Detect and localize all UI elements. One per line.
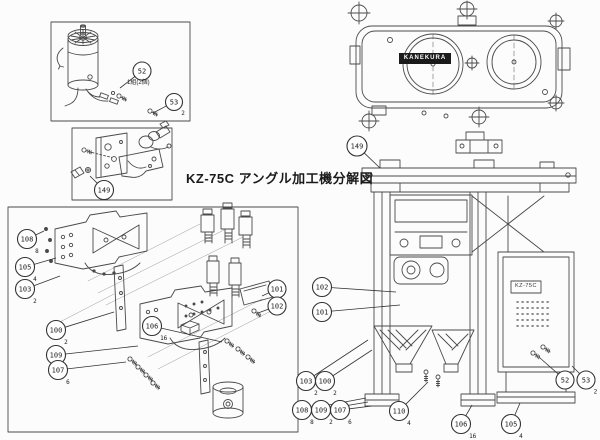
svg-text:8: 8 bbox=[35, 248, 39, 255]
svg-text:107: 107 bbox=[334, 407, 347, 415]
svg-text:53: 53 bbox=[170, 99, 178, 107]
svg-text:109: 109 bbox=[315, 407, 328, 415]
svg-text:2: 2 bbox=[64, 339, 68, 346]
svg-text:100: 100 bbox=[319, 378, 332, 386]
top-view-art bbox=[347, 0, 571, 132]
clamp-art bbox=[44, 202, 274, 419]
svg-text:103: 103 bbox=[300, 378, 313, 386]
svg-text:109: 109 bbox=[50, 352, 63, 360]
svg-text:4: 4 bbox=[33, 276, 37, 283]
svg-text:2: 2 bbox=[594, 389, 598, 396]
svg-text:107: 107 bbox=[52, 367, 65, 375]
motor-art bbox=[56, 24, 160, 118]
svg-text:110: 110 bbox=[393, 408, 406, 416]
detail-box-motor bbox=[50, 21, 191, 122]
callout-52: 52 bbox=[119, 61, 152, 89]
svg-text:108: 108 bbox=[296, 407, 309, 415]
svg-text:101: 101 bbox=[271, 286, 284, 294]
svg-text:102: 102 bbox=[316, 284, 329, 292]
svg-text:4: 4 bbox=[407, 420, 411, 427]
svg-text:2: 2 bbox=[33, 298, 37, 305]
callout-52: 52 bbox=[539, 357, 575, 390]
callout-102: 102 bbox=[311, 276, 397, 298]
callout-101: 101 bbox=[261, 279, 287, 299]
svg-text:53: 53 bbox=[582, 377, 590, 385]
callout-53: 53 2 bbox=[571, 365, 598, 396]
svg-text:101: 101 bbox=[316, 309, 329, 317]
bracket-art bbox=[70, 120, 172, 179]
callout-149: 149 bbox=[89, 175, 115, 201]
svg-text:149: 149 bbox=[351, 143, 364, 151]
svg-text:4: 4 bbox=[519, 433, 523, 440]
svg-text:105: 105 bbox=[19, 264, 32, 272]
callout-101: 101 bbox=[311, 301, 401, 323]
detail-box-bracket bbox=[71, 127, 173, 201]
svg-text:52: 52 bbox=[561, 377, 569, 385]
svg-text:2: 2 bbox=[333, 390, 337, 397]
svg-text:2: 2 bbox=[329, 419, 333, 426]
svg-text:8: 8 bbox=[310, 419, 314, 426]
svg-text:16: 16 bbox=[160, 335, 168, 342]
svg-text:106: 106 bbox=[455, 421, 468, 429]
svg-text:102: 102 bbox=[271, 303, 284, 311]
svg-text:105: 105 bbox=[505, 421, 518, 429]
callout-102: 102 bbox=[257, 296, 287, 316]
svg-text:100: 100 bbox=[50, 327, 63, 335]
svg-text:6: 6 bbox=[348, 419, 352, 426]
svg-text:2: 2 bbox=[181, 110, 185, 117]
svg-text:108: 108 bbox=[21, 236, 34, 244]
svg-text:106: 106 bbox=[146, 323, 159, 331]
svg-text:2: 2 bbox=[314, 390, 318, 397]
svg-text:103: 103 bbox=[19, 286, 32, 294]
svg-text:16: 16 bbox=[469, 433, 477, 440]
detail-box-clamp bbox=[7, 206, 299, 433]
svg-text:52: 52 bbox=[138, 68, 146, 76]
callout-149: 149 bbox=[346, 135, 381, 169]
svg-text:6: 6 bbox=[66, 379, 70, 386]
callout-53: 532 bbox=[152, 92, 185, 117]
svg-text:149: 149 bbox=[98, 187, 111, 195]
front-view-art bbox=[361, 131, 577, 407]
